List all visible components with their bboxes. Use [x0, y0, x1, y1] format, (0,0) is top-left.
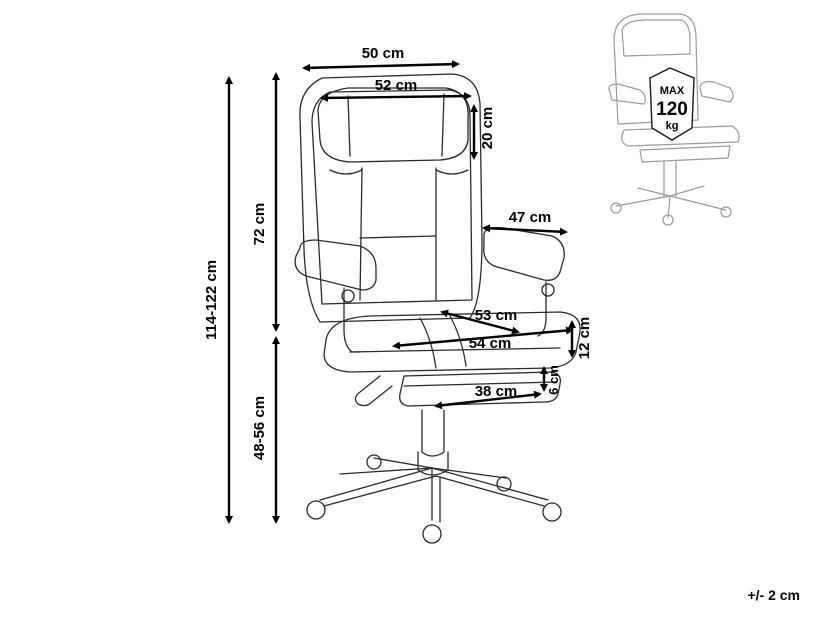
footrest — [399, 371, 561, 407]
chair-thumbnail: MAX 120 kg — [608, 13, 740, 226]
seat-thickness-label: 12 cm — [576, 317, 593, 360]
dimension-labels: 114-122 cm 72 cm 48-56 cm 50 cm 52 cm 20… — [203, 45, 593, 460]
seat-height-label: 48-56 cm — [251, 396, 268, 460]
back-stitch-center — [359, 167, 437, 301]
footrest-width-label: 38 cm — [475, 383, 518, 400]
max-load-value: 120 — [656, 99, 688, 120]
headrest-pillow — [317, 87, 469, 163]
gas-lift — [421, 409, 445, 457]
headrest-height-label: 20 cm — [479, 107, 496, 150]
armrest-length-label: 47 cm — [509, 209, 552, 226]
seat-cushion — [323, 311, 581, 373]
armrest-left — [294, 239, 377, 291]
total-height-label: 114-122 cm — [203, 260, 220, 340]
back-height-label: 72 cm — [251, 203, 268, 246]
seat-width-label: 54 cm — [469, 335, 512, 352]
star-base — [319, 457, 549, 523]
backrest-inner — [311, 89, 473, 305]
headrest-width-label: 52 cm — [375, 77, 418, 94]
seat-depth-label: 53 cm — [475, 307, 518, 324]
chair-drawing — [294, 73, 581, 544]
back-width-label: 50 cm — [362, 45, 405, 62]
backrest-outline — [299, 73, 483, 323]
footrest-thickness-label: 6 cm — [546, 365, 561, 395]
height-lever — [354, 375, 393, 407]
casters — [306, 454, 562, 544]
armrest-right — [483, 226, 565, 281]
tolerance-note: +/- 2 cm — [747, 587, 800, 603]
dimension-lines — [225, 60, 576, 524]
max-load-prefix: MAX — [660, 85, 685, 97]
max-load-badge — [649, 67, 695, 141]
max-load-unit: kg — [666, 120, 679, 132]
